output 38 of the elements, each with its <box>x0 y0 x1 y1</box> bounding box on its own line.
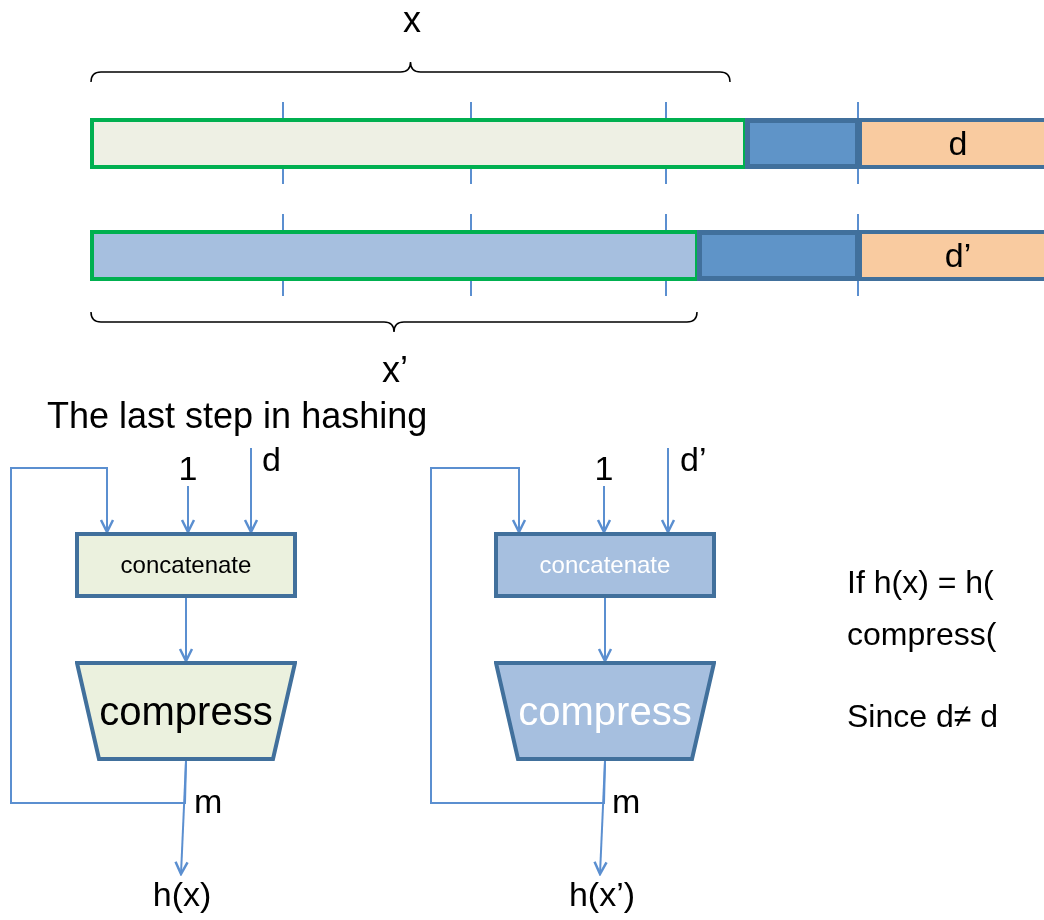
note-text: Since d≠ d <box>847 700 998 732</box>
arrow <box>597 597 613 663</box>
note-text: If h(x) = h( <box>847 566 994 598</box>
edge-label: m <box>194 784 223 818</box>
edge-label: d’ <box>680 442 707 476</box>
note-text: compress( <box>847 618 997 650</box>
edge-label: d <box>262 442 281 476</box>
padding-bar <box>697 230 860 281</box>
arrow <box>178 597 194 663</box>
arrow <box>243 447 259 534</box>
arrow <box>596 485 612 534</box>
length-bar <box>858 230 1044 281</box>
dimension-label: x’ <box>382 352 408 388</box>
box-label: concatenate <box>539 551 671 579</box>
dimension-label: x <box>403 2 421 38</box>
output-text: h(x) <box>140 874 224 914</box>
padding-bar <box>745 118 860 169</box>
compress-trapezoid <box>75 661 297 761</box>
edge-label: m <box>612 784 641 818</box>
arrow <box>180 485 196 534</box>
output-text: h(x’) <box>550 874 654 914</box>
box-label: compress <box>518 688 692 734</box>
arrow <box>660 447 676 534</box>
input-text: 1 <box>172 450 204 486</box>
compress-trapezoid <box>494 661 716 761</box>
input-text: 1 <box>588 450 620 486</box>
box-label: concatenate <box>120 551 252 579</box>
message-bar <box>90 118 747 169</box>
arrow <box>10 467 187 804</box>
length-bar <box>858 118 1044 169</box>
heading-text: The last step in hashing <box>47 398 428 434</box>
box-label: compress <box>99 688 273 734</box>
process-box <box>494 532 716 598</box>
arrow <box>430 467 606 804</box>
box-label: d <box>948 124 968 163</box>
process-box <box>75 532 297 598</box>
box-label: d’ <box>944 236 972 275</box>
message-bar <box>90 230 699 281</box>
